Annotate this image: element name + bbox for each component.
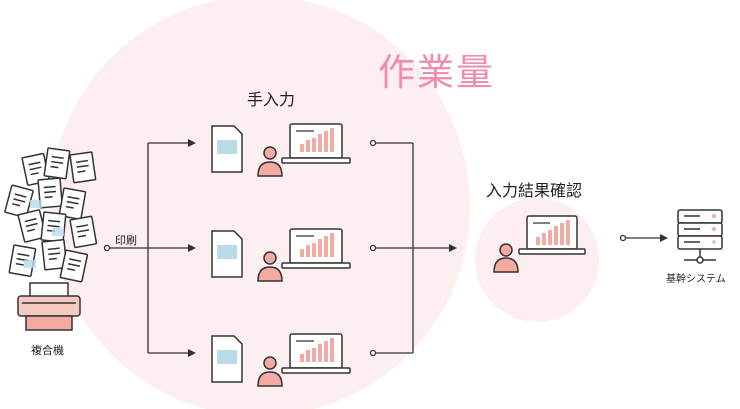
worker-row-3 bbox=[211, 333, 351, 387]
system-connector bbox=[619, 234, 668, 242]
print-label: 印刷 bbox=[115, 234, 137, 247]
workload-title: 作業量 bbox=[378, 51, 495, 94]
worker-row-2 bbox=[211, 228, 351, 282]
merge-arrowhead bbox=[449, 244, 457, 252]
checker-chart-icon bbox=[536, 220, 570, 245]
worker-row-1 bbox=[211, 123, 351, 177]
print-arrowheads bbox=[188, 139, 196, 357]
paper-stack-icon bbox=[4, 147, 98, 283]
manual-input-label: 手入力 bbox=[247, 90, 296, 109]
core-system-label: 基幹システム bbox=[666, 274, 726, 285]
mfp-label: 複合機 bbox=[31, 344, 64, 357]
server-icon bbox=[677, 209, 723, 264]
workload-circle bbox=[50, 0, 470, 409]
printer-icon bbox=[17, 282, 81, 331]
merge-connector bbox=[369, 139, 450, 357]
print-connector bbox=[103, 142, 190, 354]
check-result-label: 入力結果確認 bbox=[486, 181, 583, 200]
